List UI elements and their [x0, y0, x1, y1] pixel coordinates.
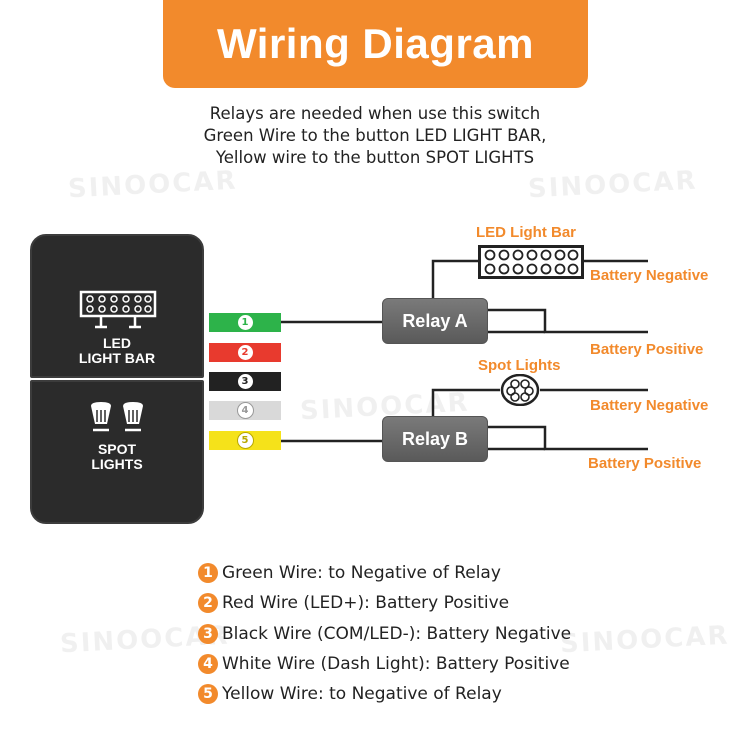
legend-number: 3 [198, 624, 218, 644]
subtitle-line-2: Green Wire to the button LED LIGHT BAR, [203, 126, 547, 145]
legend-text: White Wire (Dash Light): Battery Positiv… [222, 654, 570, 674]
subtitle-line-3: Yellow wire to the button SPOT LIGHTS [215, 148, 535, 167]
led-light-bar-label: LED Light Bar [476, 224, 576, 241]
led-light-bar-component-icon [478, 245, 584, 279]
legend-item: 3 Black Wire (COM/LED-): Battery Negativ… [198, 622, 571, 646]
legend-item: 5 Yellow Wire: to Negative of Relay [198, 682, 502, 706]
wire-yellow: 5 [209, 431, 281, 450]
switch-top-button: LED LIGHT BAR [30, 234, 204, 378]
legend-text: Black Wire (COM/LED-): Battery Negative [222, 624, 572, 644]
led-light-bar-icon [79, 290, 157, 329]
wire-number: 3 [236, 373, 254, 390]
title-banner: Wiring Diagram [163, 0, 588, 88]
wire-green: 1 [209, 313, 281, 332]
legend-number: 5 [198, 684, 218, 704]
switch-bottom-label-1: SPOT [97, 441, 137, 457]
legend-text: Green Wire: to Negative of Relay [222, 563, 501, 583]
legend-text: Yellow Wire: to Negative of Relay [222, 684, 502, 704]
spot-light-component-icon [500, 374, 540, 406]
battery-positive-label-b: Battery Positive [588, 455, 702, 472]
wire-black: 3 [209, 372, 281, 391]
relay-a: Relay A [382, 298, 488, 344]
legend-number: 2 [198, 593, 218, 613]
wire-number: 5 [236, 432, 254, 449]
wire-white: 4 [209, 401, 281, 420]
battery-negative-label-a: Battery Negative [590, 267, 709, 284]
legend-number: 4 [198, 654, 218, 674]
battery-positive-label-a: Battery Positive [590, 341, 704, 358]
wire-number: 4 [236, 402, 254, 419]
wire-number: 2 [236, 344, 254, 361]
wire-number: 1 [236, 314, 254, 331]
legend-number: 1 [198, 563, 218, 583]
switch-top-label-1: LED [103, 335, 131, 351]
switch-bottom-label-2: LIGHTS [91, 456, 143, 472]
spot-lights-label: Spot Lights [478, 357, 561, 374]
subtitle-line-1: Relays are needed when use this switch [209, 104, 541, 123]
legend-item: 4 White Wire (Dash Light): Battery Posit… [198, 652, 570, 676]
battery-negative-label-b: Battery Negative [590, 397, 709, 414]
legend-item: 2 Red Wire (LED+): Battery Positive [198, 591, 509, 615]
page-title: Wiring Diagram [217, 20, 534, 67]
switch-bottom-button: SPOT LIGHTS [30, 380, 204, 524]
switch-top-label-2: LIGHT BAR [78, 350, 156, 366]
relay-b: Relay B [382, 416, 488, 462]
legend-item: 1 Green Wire: to Negative of Relay [198, 561, 501, 585]
legend-text: Red Wire (LED+): Battery Positive [222, 593, 510, 613]
spot-lights-icon [91, 402, 143, 432]
wire-red: 2 [209, 343, 281, 362]
